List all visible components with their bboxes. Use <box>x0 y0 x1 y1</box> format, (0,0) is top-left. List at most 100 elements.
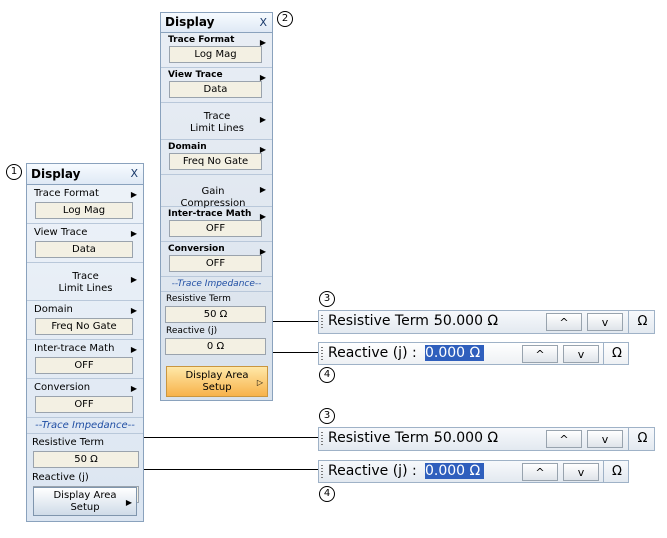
submenu-arrow-icon: ▷ <box>256 378 263 387</box>
submenu-arrow-icon: ▶ <box>130 190 137 199</box>
menu-trace-format[interactable]: Trace Format ▶ Log Mag <box>27 185 143 224</box>
inter-trace-label: Inter-trace Math <box>168 209 252 219</box>
panel-title-bar: Display X <box>27 164 143 185</box>
menu-inter-trace-math[interactable]: Inter-trace Math ▶ OFF <box>161 207 272 242</box>
trace-limit-lines-line1: Trace <box>203 111 231 122</box>
unit-ohm-button[interactable]: Ω <box>628 428 656 450</box>
menu-conversion[interactable]: Conversion ▶ OFF <box>27 379 143 418</box>
submenu-arrow-icon: ▶ <box>259 73 266 82</box>
connector-line-resistive-top <box>273 321 318 322</box>
reactive-input[interactable]: 0.000 Ω <box>425 463 485 479</box>
view-trace-value: Data <box>35 241 133 258</box>
display-area-setup-button[interactable]: Display Area Setup ▷ <box>166 366 268 397</box>
submenu-arrow-icon: ▶ <box>130 229 137 238</box>
trace-limit-lines-line1: Trace <box>72 271 99 282</box>
trace-limit-lines-label: Trace Limit Lines <box>34 266 137 295</box>
setup-line2: Setup <box>70 502 100 513</box>
callout-3-bottom: 3 <box>319 408 335 424</box>
display-area-setup-button[interactable]: Display Area Setup ▶ <box>33 487 137 516</box>
increment-button[interactable]: ^ <box>522 345 558 363</box>
submenu-arrow-icon: ▶ <box>259 145 266 154</box>
submenu-arrow-icon: ▶ <box>130 345 137 354</box>
resistive-term-input[interactable]: 50.000 Ω <box>434 430 499 446</box>
toolbar-grip[interactable] <box>321 315 323 330</box>
menu-view-trace[interactable]: View Trace ▶ Data <box>27 224 143 263</box>
conversion-label: Conversion <box>34 382 91 393</box>
menu-domain[interactable]: Domain ▶ Freq No Gate <box>161 140 272 175</box>
decrement-button[interactable]: v <box>563 345 599 363</box>
submenu-arrow-icon: ▶ <box>130 275 137 284</box>
menu-trace-format[interactable]: Trace Format ▶ Log Mag <box>161 33 272 68</box>
reactive-toolbar-classic: Reactive (j) : 0.000 Ω ^ v Ω <box>318 460 629 483</box>
submenu-arrow-icon: ▶ <box>130 306 137 315</box>
menu-domain[interactable]: Domain ▶ Freq No Gate <box>27 301 143 340</box>
resistive-term-toolbar-classic: Resistive Term : 50.000 Ω ^ v Ω <box>318 427 655 451</box>
close-button[interactable]: X <box>259 16 267 29</box>
resistive-term-field[interactable]: 50 Ω <box>33 451 139 468</box>
toolbar-grip[interactable] <box>321 465 323 480</box>
connector-line-resistive-bottom <box>144 437 318 438</box>
reactive-label: Reactive (j) : <box>328 345 417 361</box>
unit-ohm-button[interactable]: Ω <box>603 343 630 364</box>
menu-trace-limit-lines[interactable]: Trace Limit Lines ▶ <box>161 103 272 140</box>
resistive-term-label: Resistive Term : <box>328 313 439 329</box>
reactive-label: Reactive (j) <box>32 472 89 483</box>
callout-1: 1 <box>6 164 22 180</box>
submenu-arrow-icon: ▶ <box>125 498 132 507</box>
decrement-button[interactable]: v <box>563 463 599 481</box>
domain-value: Freq No Gate <box>35 318 133 335</box>
panel-title-bar: Display X <box>161 13 272 33</box>
increment-button[interactable]: ^ <box>522 463 558 481</box>
view-trace-label: View Trace <box>168 70 223 80</box>
domain-value: Freq No Gate <box>169 153 262 170</box>
submenu-arrow-icon: ▶ <box>259 115 266 124</box>
reactive-field[interactable]: 0 Ω <box>165 338 266 355</box>
domain-label: Domain <box>168 142 207 152</box>
trace-impedance-heading: --Trace Impedance-- <box>27 418 143 434</box>
unit-ohm-button[interactable]: Ω <box>603 461 630 482</box>
resistive-term-label: Resistive Term : <box>328 430 439 446</box>
decrement-button[interactable]: v <box>587 430 623 448</box>
increment-button[interactable]: ^ <box>546 430 582 448</box>
submenu-arrow-icon: ▶ <box>259 212 266 221</box>
submenu-arrow-icon: ▶ <box>259 247 266 256</box>
conversion-value: OFF <box>169 255 262 272</box>
close-button[interactable]: X <box>130 167 138 180</box>
toolbar-grip[interactable] <box>321 347 323 362</box>
conversion-label: Conversion <box>168 244 225 254</box>
trace-format-value: Log Mag <box>35 202 133 219</box>
menu-conversion[interactable]: Conversion ▶ OFF <box>161 242 272 277</box>
menu-view-trace[interactable]: View Trace ▶ Data <box>161 68 272 103</box>
submenu-arrow-icon: ▶ <box>259 38 266 47</box>
submenu-arrow-icon: ▶ <box>259 185 266 194</box>
toolbar-grip[interactable] <box>321 432 323 447</box>
trace-format-label: Trace Format <box>34 188 99 199</box>
decrement-button[interactable]: v <box>587 313 623 331</box>
resistive-term-label: Resistive Term <box>32 437 105 448</box>
unit-ohm-button[interactable]: Ω <box>628 311 656 333</box>
inter-trace-value: OFF <box>35 357 133 374</box>
panel-title: Display <box>165 15 215 29</box>
resistive-term-field[interactable]: 50 Ω <box>165 306 266 323</box>
menu-gain-compression[interactable]: Gain Compression ▶ <box>161 175 272 209</box>
reactive-label: Reactive (j) <box>166 326 218 336</box>
increment-button[interactable]: ^ <box>546 313 582 331</box>
menu-trace-limit-lines[interactable]: Trace Limit Lines ▶ <box>27 263 143 301</box>
trace-format-label: Trace Format <box>168 35 235 45</box>
reactive-toolbar: Reactive (j) : 0.000 Ω ^ v Ω <box>318 342 629 365</box>
gain-compression-label: Gain Compression <box>180 186 246 209</box>
menu-inter-trace-math[interactable]: Inter-trace Math ▶ OFF <box>27 340 143 379</box>
trace-impedance-heading: --Trace Impedance-- <box>161 277 272 292</box>
submenu-arrow-icon: ▶ <box>130 384 137 393</box>
domain-label: Domain <box>34 304 73 315</box>
panel-title: Display <box>31 167 81 181</box>
view-trace-label: View Trace <box>34 227 88 238</box>
reactive-input[interactable]: 0.000 Ω <box>425 345 485 361</box>
trace-limit-lines-line2: Limit Lines <box>58 283 113 294</box>
resistive-term-input[interactable]: 50.000 Ω <box>434 313 499 329</box>
setup-line2: Setup <box>202 382 232 393</box>
resistive-term-toolbar: Resistive Term : 50.000 Ω ^ v Ω <box>318 310 655 334</box>
setup-line1: Display Area <box>185 370 249 381</box>
callout-4-top: 4 <box>319 367 335 383</box>
callout-3-top: 3 <box>319 291 335 307</box>
